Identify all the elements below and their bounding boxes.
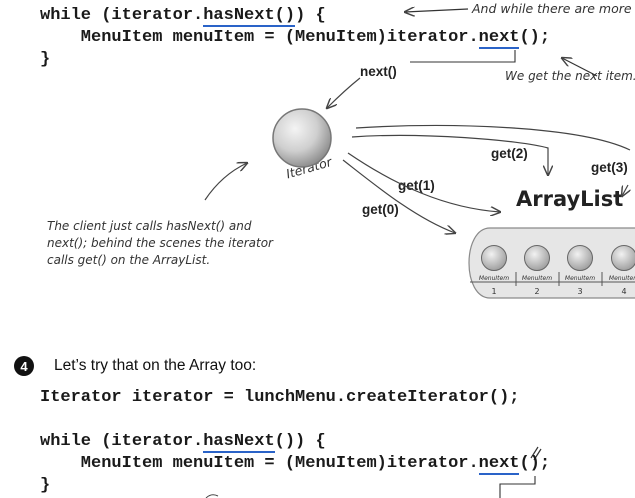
client-note-line-3: calls get() on the ArrayList. bbox=[47, 253, 211, 267]
client-note-line-2: next(); behind the scenes the iterator bbox=[47, 236, 273, 250]
next-bracket-line bbox=[410, 50, 516, 63]
slot-1-sphere bbox=[481, 245, 507, 271]
slot-4-index: 4 bbox=[621, 287, 626, 296]
code-line-create-iterator: Iterator iterator = lunchMenu.createIter… bbox=[40, 388, 520, 407]
next-note: We get the next item. bbox=[505, 69, 635, 83]
hasnext-call: hasNext() bbox=[203, 6, 296, 27]
get-0-arrow bbox=[342, 159, 455, 233]
slot-3-label: MenuItem bbox=[565, 275, 595, 282]
arraylist-title: ArrayList bbox=[516, 187, 624, 211]
code-line-close-bottom: } bbox=[40, 476, 51, 495]
code-line-menuitem-top: MenuItem menuItem = (MenuItem)iterator.n… bbox=[40, 28, 551, 49]
step-number: 4 bbox=[20, 359, 28, 374]
next-call-arrow bbox=[327, 77, 361, 108]
get-1-arrow bbox=[347, 152, 500, 212]
get-2-label: get(2) bbox=[491, 146, 528, 161]
code-line-while-bottom: while (iterator.hasNext()) { bbox=[40, 432, 326, 453]
step-text: Let’s try that on the Array too: bbox=[54, 357, 257, 374]
hasnext-note: And while there are more ite bbox=[472, 1, 635, 16]
bottom-next-bracket bbox=[499, 476, 536, 498]
hasnext-note-arrow bbox=[405, 9, 469, 12]
get-3-label: get(3) bbox=[591, 160, 628, 175]
iterator-sphere bbox=[272, 108, 332, 168]
client-arrow bbox=[204, 163, 247, 201]
slot-4-label: MenuItem bbox=[609, 275, 635, 282]
slot-2-sphere bbox=[524, 245, 550, 271]
step-number-badge bbox=[14, 356, 34, 376]
code-line-close-top: } bbox=[40, 50, 51, 69]
slot-3-sphere bbox=[567, 245, 593, 271]
next-scribble bbox=[530, 446, 542, 461]
get-0-label: get(0) bbox=[362, 202, 399, 217]
slot-1-label: MenuItem bbox=[479, 275, 509, 282]
next-call: next bbox=[478, 28, 520, 49]
arraylist-tray bbox=[468, 227, 635, 299]
hasnext-call-bottom: hasNext bbox=[203, 432, 275, 453]
slot-4-sphere bbox=[611, 245, 635, 271]
slot-2-index: 2 bbox=[534, 287, 539, 296]
get-3-arrow bbox=[355, 124, 631, 151]
code-line-menuitem-bottom: MenuItem menuItem = (MenuItem)iterator.n… bbox=[40, 454, 551, 475]
slot-3-index: 3 bbox=[577, 287, 582, 296]
next-call-bottom: next bbox=[478, 454, 520, 475]
next-note-arrow bbox=[562, 58, 598, 77]
get-1-label: get(1) bbox=[398, 178, 435, 193]
arraylist-slots: MenuItem MenuItem MenuItem MenuItem 1 2 … bbox=[479, 245, 635, 296]
client-note-line-1: The client just calls hasNext() and bbox=[47, 219, 252, 233]
get-2-arrow bbox=[351, 134, 548, 175]
code-line-while-top: while (iterator.hasNext()) { bbox=[40, 6, 326, 27]
next-call-label: next() bbox=[360, 64, 397, 79]
slot-1-index: 1 bbox=[491, 287, 496, 296]
slot-2-label: MenuItem bbox=[522, 275, 552, 282]
